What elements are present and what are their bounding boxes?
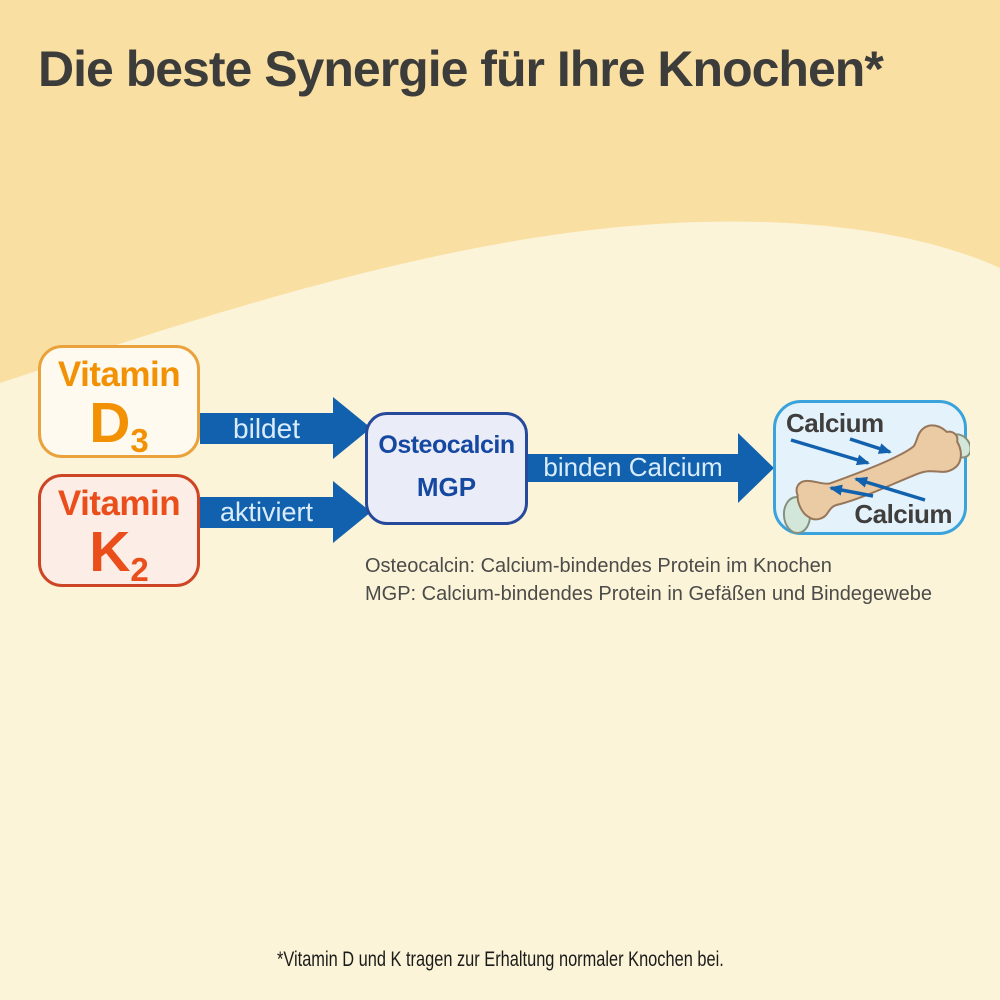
arrow-binden-label: binden Calcium — [543, 452, 723, 482]
arrow-right-icon — [333, 397, 371, 459]
legend-mgp: MGP: Calcium-bindendes Protein in Gefäße… — [365, 583, 932, 605]
osteocalcin-mgp-box: Osteocalcin MGP — [365, 412, 528, 525]
arrow-right-icon — [738, 433, 774, 503]
vitamin-d3-subscript: 3 — [130, 422, 149, 459]
legend-osteocalcin: Osteocalcin: Calcium-bindendes Protein i… — [365, 555, 832, 577]
osteocalcin-label: Osteocalcin — [378, 431, 515, 459]
footnote: *Vitamin D und K tragen zur Erhaltung no… — [0, 948, 1000, 972]
footnote-text: *Vitamin D und K tragen zur Erhaltung no… — [276, 948, 724, 971]
arrow-aktiviert-label: aktiviert — [219, 497, 314, 527]
arrow-bildet-shaft — [200, 413, 333, 444]
legend: Osteocalcin: Calcium-bindendes Protein i… — [365, 552, 932, 608]
arrow-binden-shaft — [528, 454, 738, 482]
arrow-bildet-label: bildet — [233, 413, 300, 444]
bone-box: Calcium Calcium — [773, 400, 970, 535]
vitamin-k2-word: Vitamin — [57, 484, 181, 523]
vitamin-d3-word: Vitamin — [57, 355, 181, 394]
arrow-right-icon — [333, 481, 371, 543]
calcium-label-top: Calcium — [786, 408, 884, 438]
vitamin-k2-symbol: K — [89, 520, 131, 584]
arrow-aktiviert-shaft — [200, 497, 333, 528]
bone-icon — [782, 424, 970, 535]
calcium-label-bottom: Calcium — [854, 499, 952, 529]
vitamin-d3-box: Vitamin D3 — [38, 345, 200, 459]
vitamin-k2-box: Vitamin K2 — [38, 474, 200, 588]
page-title: Die beste Synergie für Ihre Knochen* — [38, 41, 884, 97]
calcium-arrows — [790, 437, 926, 502]
mgp-label: MGP — [416, 472, 477, 502]
vitamin-d3-symbol: D — [89, 391, 131, 455]
vitamin-k2-subscript: 2 — [130, 551, 149, 588]
